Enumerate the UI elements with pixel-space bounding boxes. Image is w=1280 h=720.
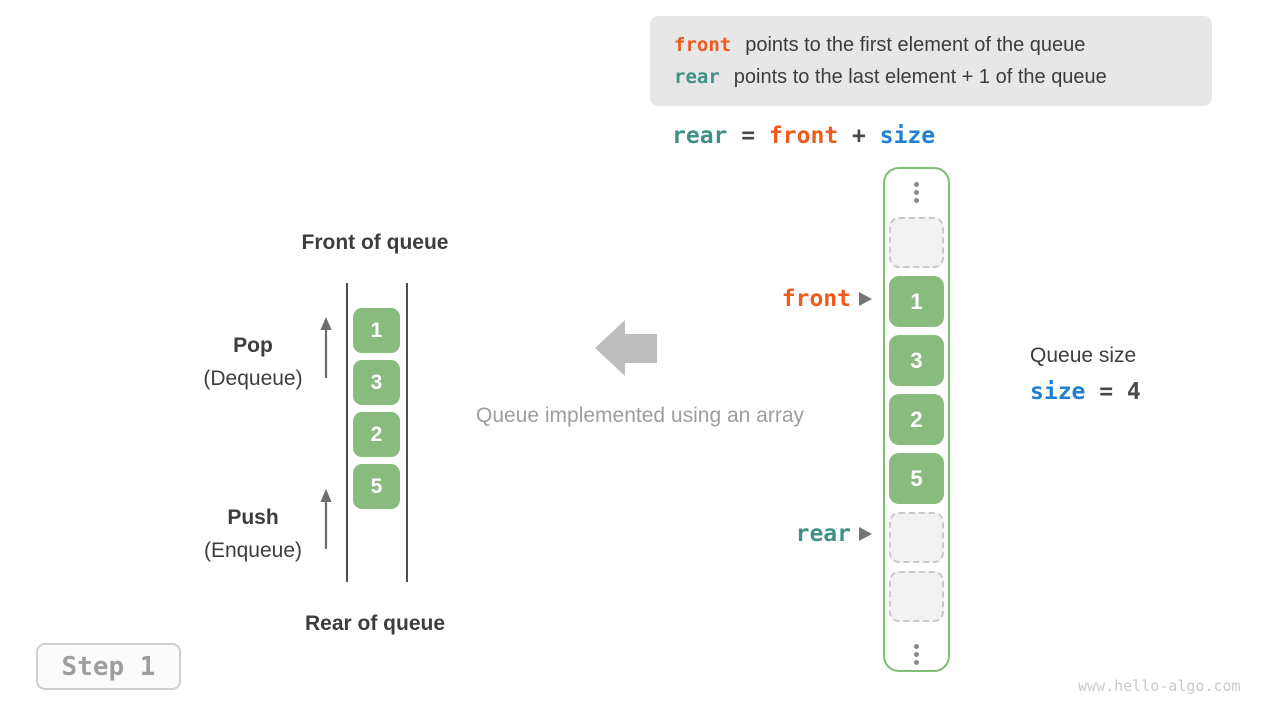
formula: rear = front + size — [672, 122, 935, 150]
rear-keyword: rear — [674, 65, 720, 88]
size-equation: size = 4 — [1030, 379, 1141, 405]
array-cell-empty — [889, 512, 944, 563]
formula-equals: = — [727, 123, 769, 149]
queue-cell: 3 — [353, 360, 400, 405]
array-cell: 5 — [889, 453, 944, 504]
pop-label: Pop — [233, 334, 273, 357]
formula-size: size — [879, 123, 936, 149]
ellipsis-top-icon — [914, 182, 919, 203]
push-label: Push — [227, 506, 279, 529]
rear-of-queue-label: Rear of queue — [304, 612, 446, 635]
pop-label-group: Pop (Dequeue) — [163, 334, 343, 391]
queue-size-panel: Queue size size = 4 — [1030, 344, 1141, 405]
front-description: points to the first element of the queue — [745, 33, 1086, 56]
legend-line-rear: rear points to the last element + 1 of t… — [674, 66, 1212, 89]
legend-box: front points to the first element of the… — [650, 16, 1212, 106]
front-pointer: front — [782, 285, 872, 313]
size-value: = 4 — [1085, 379, 1141, 405]
formula-front: front — [768, 123, 839, 149]
array-cell: 2 — [889, 394, 944, 445]
dequeue-label: (Dequeue) — [203, 367, 303, 390]
front-keyword: front — [674, 33, 732, 56]
queue-cell: 2 — [353, 412, 400, 457]
rear-pointer: rear — [796, 520, 872, 548]
formula-plus: + — [838, 123, 880, 149]
array-cell-empty — [889, 217, 944, 268]
front-of-queue-label: Front of queue — [301, 231, 449, 254]
array-cell-empty — [889, 571, 944, 622]
queue-stack: 1 3 2 5 — [353, 308, 400, 509]
queue-size-title: Queue size — [1030, 344, 1137, 367]
push-up-arrow-icon — [320, 489, 332, 549]
formula-rear: rear — [672, 123, 728, 149]
queue-cell: 1 — [353, 308, 400, 353]
arrow-tail — [625, 334, 657, 363]
queue-rail-left — [346, 283, 348, 582]
array-cell: 1 — [889, 276, 944, 327]
enqueue-label: (Enqueue) — [203, 539, 303, 562]
center-caption: Queue implemented using an array — [475, 404, 805, 427]
left-block-arrow-icon — [595, 320, 657, 376]
step-badge: Step 1 — [36, 643, 181, 690]
array-container: 1 3 2 5 — [883, 167, 950, 672]
push-label-group: Push (Enqueue) — [163, 506, 343, 563]
ellipsis-bottom-icon — [914, 644, 919, 665]
size-variable: size — [1030, 379, 1086, 405]
rear-description: points to the last element + 1 of the qu… — [733, 65, 1107, 88]
right-arrow-icon — [859, 292, 872, 306]
queue-rail-right — [406, 283, 408, 582]
queue-cell: 5 — [353, 464, 400, 509]
arrow-head — [595, 320, 625, 376]
legend-line-front: front points to the first element of the… — [674, 34, 1212, 57]
pop-up-arrow-icon — [320, 317, 332, 378]
right-arrow-icon — [859, 527, 872, 541]
rear-pointer-label: rear — [795, 521, 851, 547]
watermark: www.hello-algo.com — [1078, 677, 1241, 695]
front-pointer-label: front — [781, 286, 851, 312]
array-cell: 3 — [889, 335, 944, 386]
